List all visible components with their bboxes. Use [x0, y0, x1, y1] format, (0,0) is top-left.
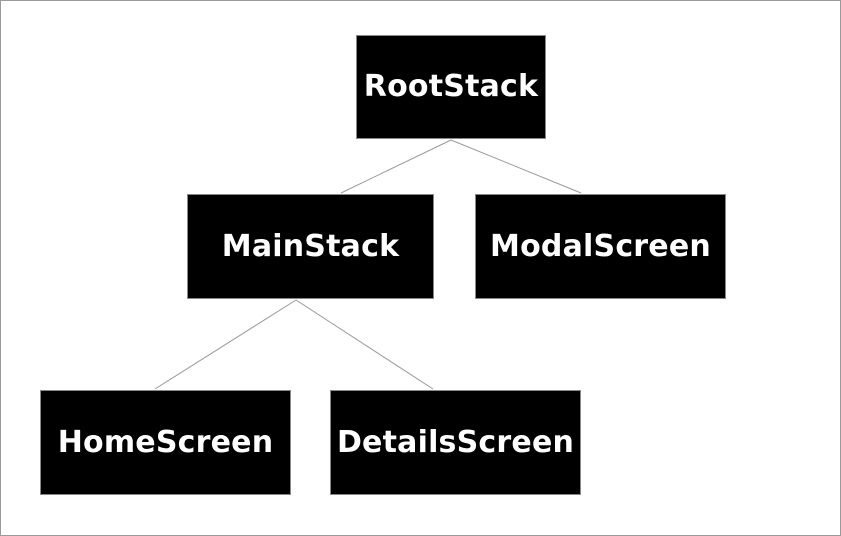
- node-label-details-screen: DetailsScreen: [336, 424, 575, 460]
- node-label-modal-screen: ModalScreen: [490, 228, 711, 264]
- node-root-stack[interactable]: RootStack: [356, 35, 546, 139]
- node-details-screen[interactable]: DetailsScreen: [330, 390, 581, 495]
- edge-root-to-main: [340, 139, 452, 194]
- edge-main-to-home: [154, 299, 297, 390]
- node-main-stack[interactable]: MainStack: [187, 194, 434, 299]
- node-label-root-stack: RootStack: [363, 69, 539, 104]
- node-label-main-stack: MainStack: [221, 228, 400, 264]
- node-modal-screen[interactable]: ModalScreen: [475, 194, 726, 299]
- edge-root-to-modal: [450, 139, 582, 194]
- node-home-screen[interactable]: HomeScreen: [40, 390, 291, 495]
- node-label-home-screen: HomeScreen: [57, 424, 274, 460]
- edge-main-to-details: [295, 299, 434, 390]
